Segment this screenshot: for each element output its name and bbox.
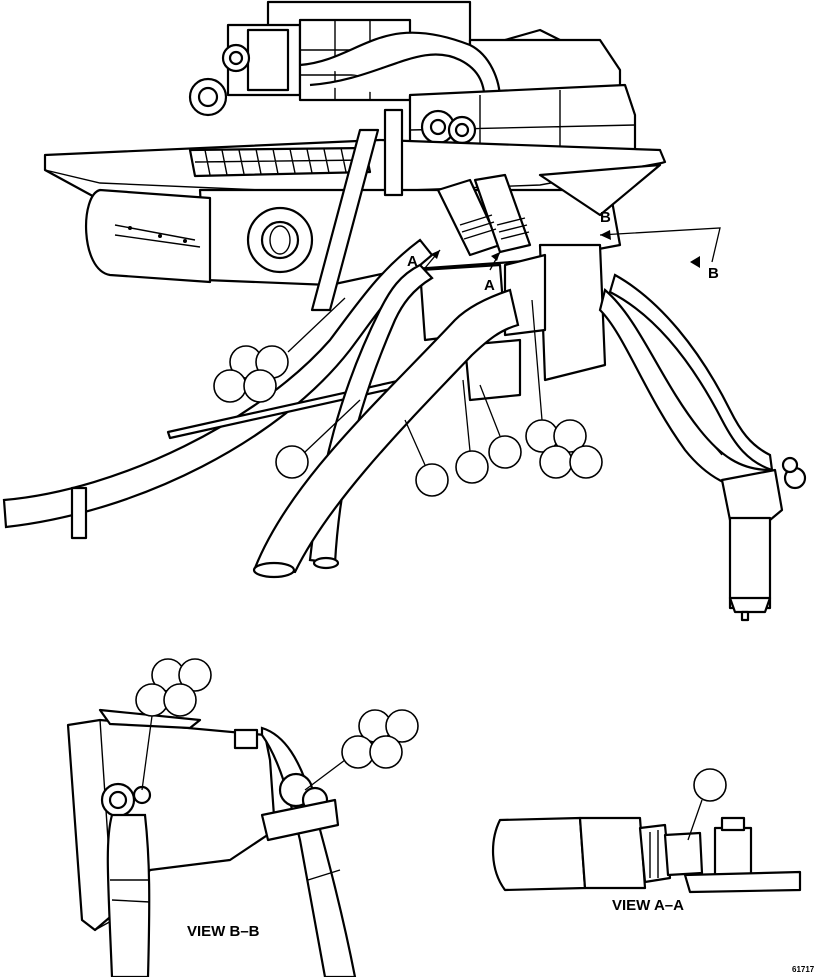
figure-number: 61717	[792, 965, 815, 974]
section-a-label-2: A	[484, 277, 495, 294]
section-a-label-1: A	[407, 253, 418, 270]
section-b-label-1: B	[600, 209, 611, 226]
callout-balloons-main	[213, 297, 723, 497]
view-aa-detail	[491, 768, 802, 894]
view-bb-label: VIEW B–B	[187, 923, 260, 940]
main-assembly	[2, 0, 807, 622]
view-aa-label: VIEW A–A	[612, 897, 684, 914]
view-bb-detail	[66, 658, 419, 977]
section-b-label-2: B	[708, 265, 719, 282]
section-arrows	[424, 227, 721, 271]
